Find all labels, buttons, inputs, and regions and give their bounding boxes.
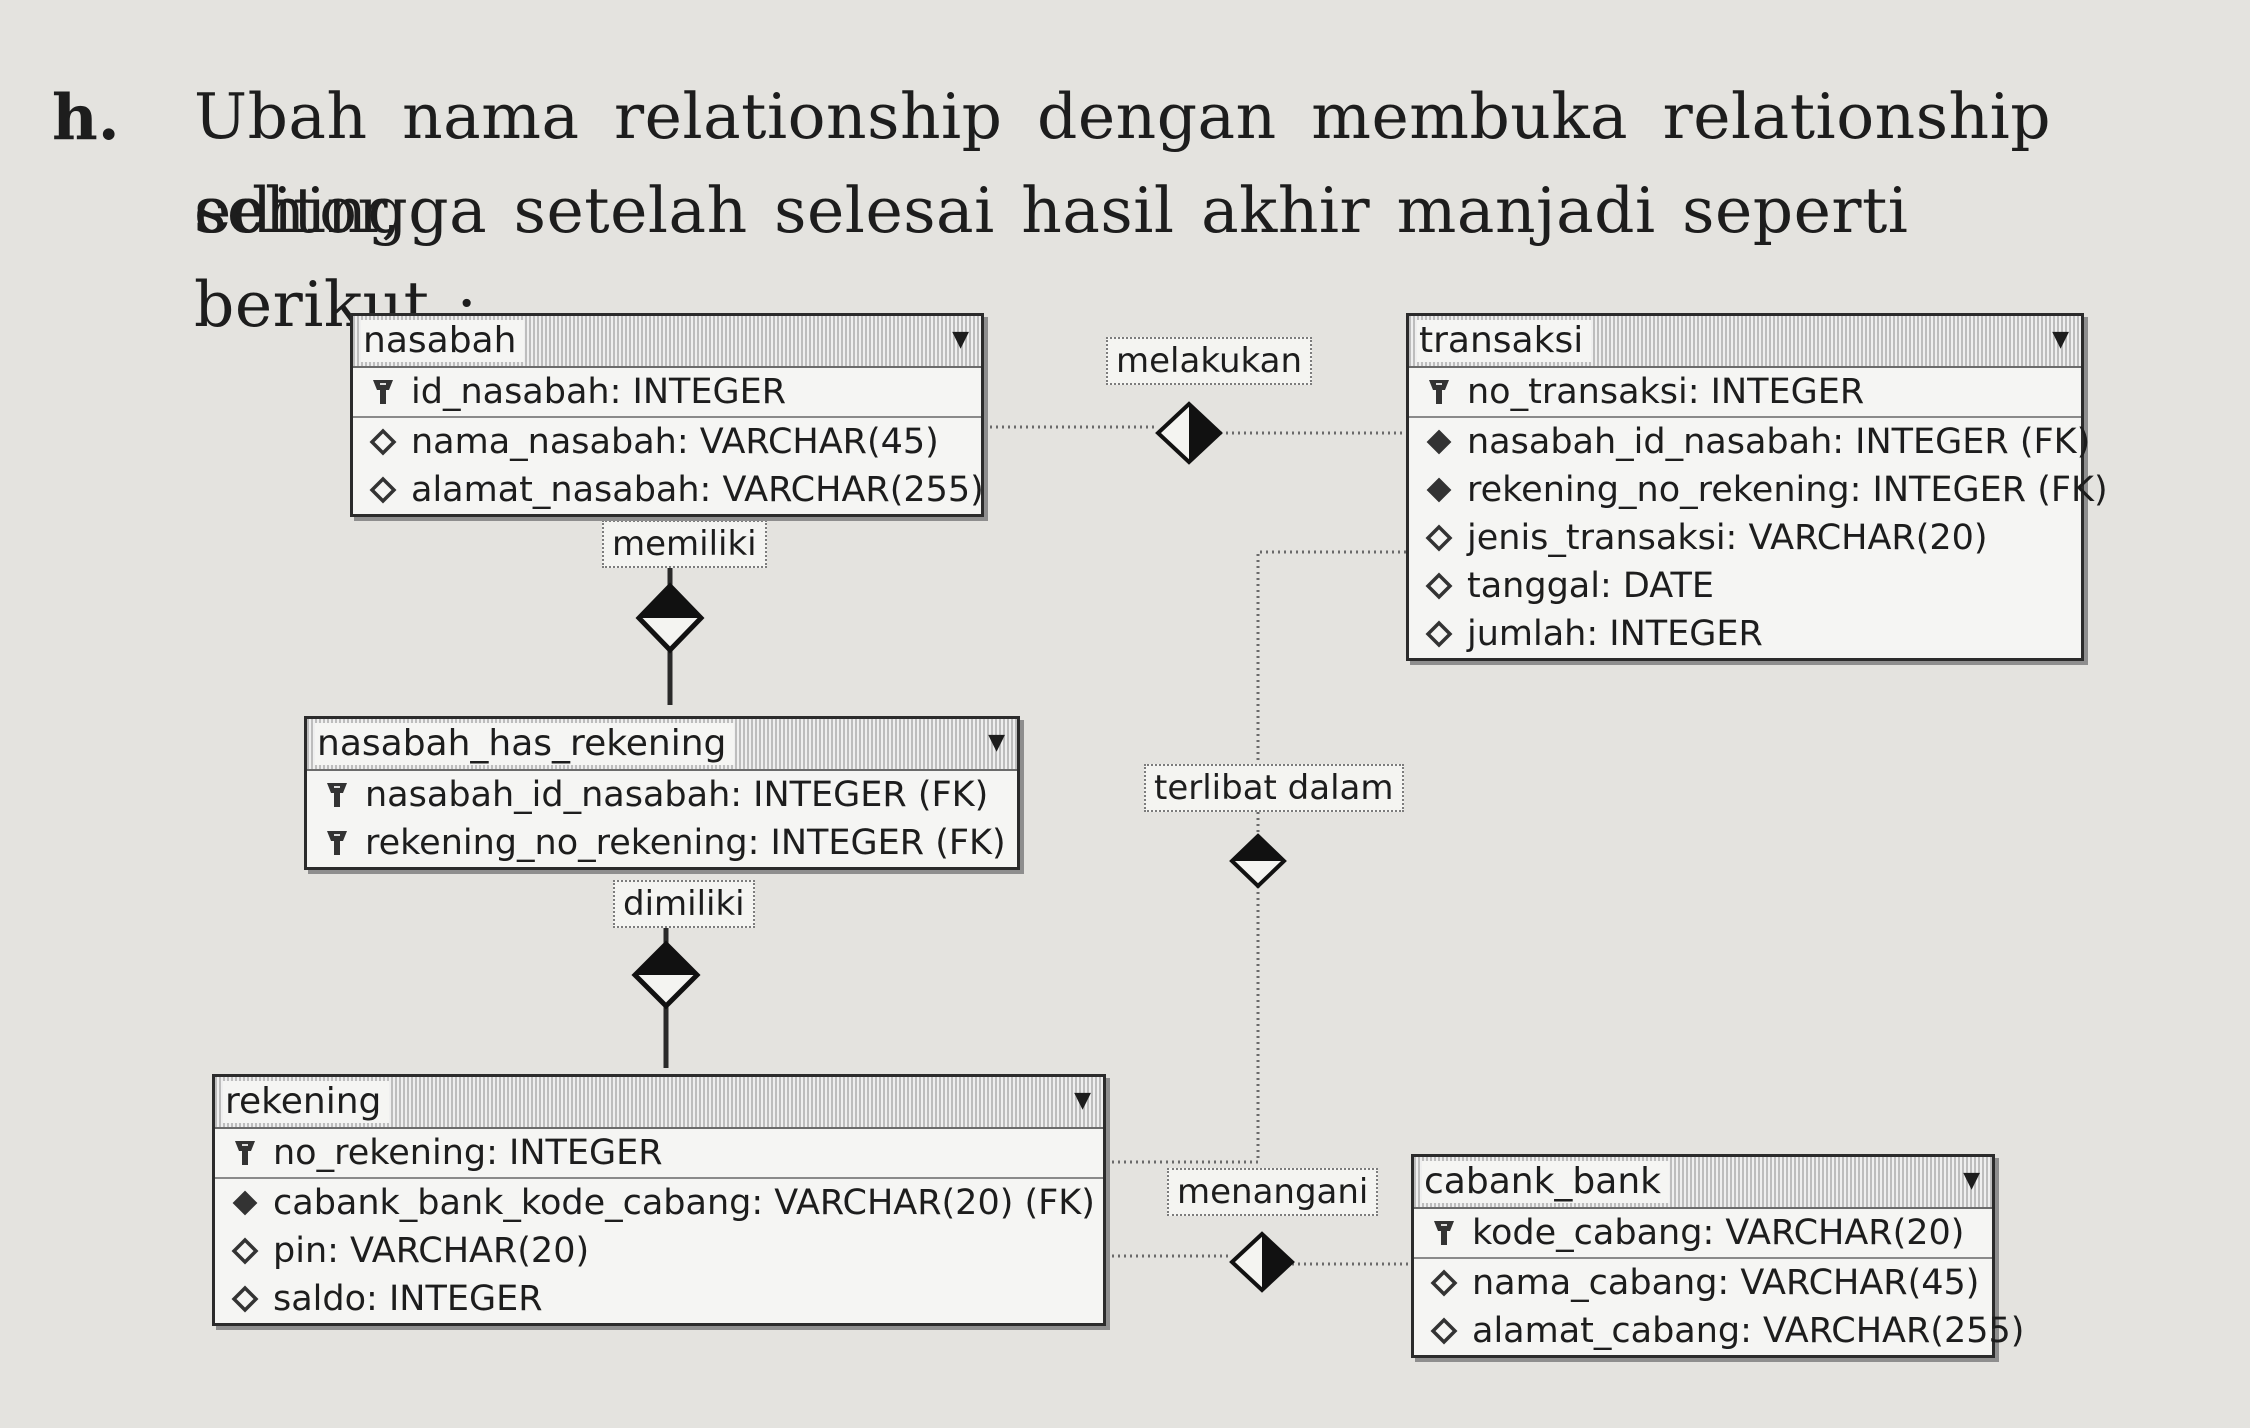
hollow-diamond-icon [1425,572,1453,600]
attribute-section: nasabah_id_nasabah: INTEGER (FK) rekenin… [1409,418,2108,658]
connector-terlibat-top [1256,550,1406,836]
entity-column[interactable]: alamat_nasabah: VARCHAR(255) [353,466,984,514]
column-text: kode_cabang: VARCHAR(20) [1472,1213,1965,1253]
chevron-down-icon[interactable]: ▼ [988,730,1005,755]
chevron-down-icon[interactable]: ▼ [952,327,969,352]
chevron-down-icon[interactable]: ▼ [2052,327,2069,352]
column-text: id_nasabah: INTEGER [411,372,787,412]
column-text: saldo: INTEGER [273,1279,543,1319]
diamond-melakukan-icon [1155,401,1223,465]
relationship-label-dimiliki[interactable]: dimiliki [613,880,755,928]
diamond-dimiliki-icon [631,940,701,1010]
hollow-diamond-icon [1430,1269,1458,1297]
entity-nasabah-has-rekening[interactable]: nasabah_has_rekening ▼ nasabah_id_nasaba… [304,716,1020,870]
entity-column[interactable]: kode_cabang: VARCHAR(20) [1414,1209,1992,1257]
entity-transaksi[interactable]: transaksi ▼ no_transaksi: INTEGER nasaba… [1406,313,2108,661]
column-text: no_rekening: INTEGER [273,1133,663,1173]
column-text: rekening_no_rekening: INTEGER (FK) [1467,470,2108,510]
key-icon [1429,380,1449,404]
entity-column[interactable]: rekening_no_rekening: INTEGER (FK) [307,819,1017,867]
column-text: cabank_bank_kode_cabang: VARCHAR(20) (FK… [273,1183,1095,1223]
filled-diamond-icon [232,1190,258,1216]
hollow-diamond-icon [1425,524,1453,552]
column-text: nasabah_id_nasabah: INTEGER (FK) [1467,422,2091,462]
primary-key-section: id_nasabah: INTEGER [353,368,981,418]
column-text: pin: VARCHAR(20) [273,1231,590,1271]
column-text: alamat_cabang: VARCHAR(255) [1472,1311,2025,1351]
instruction-letter: h. [52,80,120,154]
entity-column[interactable]: jumlah: INTEGER [1409,610,2081,658]
relationship-label-menangani[interactable]: menangani [1167,1168,1379,1216]
diamond-memiliki-icon [635,582,705,654]
hollow-diamond-icon [369,476,397,504]
column-text: nama_cabang: VARCHAR(45) [1472,1263,1980,1303]
entity-name: cabank_bank [1422,1161,1670,1203]
relationship-label-melakukan[interactable]: melakukan [1106,337,1312,385]
hollow-diamond-icon [231,1285,259,1313]
column-text: nama_nasabah: VARCHAR(45) [411,422,939,462]
column-text: alamat_nasabah: VARCHAR(255) [411,470,984,510]
entity-name: rekening [223,1081,390,1123]
key-icon [327,831,347,855]
instruction-line-1: Ubah nama relationship dengan membuka re… [194,80,2052,247]
attribute-section: nama_nasabah: VARCHAR(45) alamat_nasabah… [353,418,984,514]
entity-column[interactable]: no_rekening: INTEGER [215,1129,1103,1177]
entity-rekening[interactable]: rekening ▼ no_rekening: INTEGER cabank_b… [212,1074,1106,1326]
attribute-section: nama_cabang: VARCHAR(45) alamat_cabang: … [1414,1259,2024,1355]
filled-diamond-icon [1426,477,1452,503]
entity-column[interactable]: rekening_no_rekening: INTEGER (FK) [1409,466,2108,514]
column-text: jumlah: INTEGER [1467,614,1763,654]
relationship-label-memiliki[interactable]: memiliki [602,520,767,568]
entity-cabank-bank[interactable]: cabank_bank ▼ kode_cabang: VARCHAR(20) n… [1411,1154,2024,1358]
instruction-line-2: sehingga setelah selesai hasil akhir man… [194,174,1909,341]
entity-column[interactable]: nama_cabang: VARCHAR(45) [1414,1259,1992,1307]
key-icon [235,1141,255,1165]
entity-column[interactable]: cabank_bank_kode_cabang: VARCHAR(20) (FK… [215,1179,1103,1227]
key-icon [327,783,347,807]
hollow-diamond-icon [1430,1317,1458,1345]
column-text: nasabah_id_nasabah: INTEGER (FK) [365,775,989,815]
entity-column[interactable]: jenis_transaksi: VARCHAR(20) [1409,514,2081,562]
primary-key-section: nasabah_id_nasabah: INTEGER (FK) rekenin… [307,771,1017,867]
hollow-diamond-icon [1425,620,1453,648]
column-text: rekening_no_rekening: INTEGER (FK) [365,823,1006,863]
entity-header[interactable]: cabank_bank ▼ [1414,1157,1992,1209]
entity-header[interactable]: rekening ▼ [215,1077,1103,1129]
entity-header[interactable]: nasabah ▼ [353,316,981,368]
entity-column[interactable]: alamat_cabang: VARCHAR(255) [1414,1307,2024,1355]
entity-nasabah[interactable]: nasabah ▼ id_nasabah: INTEGER nama_nasab… [350,313,984,517]
entity-column[interactable]: nasabah_id_nasabah: INTEGER (FK) [307,771,1017,819]
hollow-diamond-icon [369,428,397,456]
chevron-down-icon[interactable]: ▼ [1074,1088,1091,1113]
entity-column[interactable]: tanggal: DATE [1409,562,2081,610]
connector-terlibat-bottom [1106,886,1260,1164]
filled-diamond-icon [1426,429,1452,455]
hollow-diamond-icon [231,1237,259,1265]
diamond-menangani-icon [1229,1231,1295,1293]
relationship-label-terlibat-dalam[interactable]: terlibat dalam [1144,764,1404,812]
primary-key-section: no_rekening: INTEGER [215,1129,1103,1179]
entity-name: transaksi [1417,320,1592,362]
entity-column[interactable]: saldo: INTEGER [215,1275,1103,1323]
entity-column[interactable]: no_transaksi: INTEGER [1409,368,2081,416]
key-icon [1434,1221,1454,1245]
entity-column[interactable]: nama_nasabah: VARCHAR(45) [353,418,981,466]
diamond-terlibat-dalam-icon [1229,833,1287,889]
key-icon [373,380,393,404]
column-text: tanggal: DATE [1467,566,1714,606]
primary-key-section: kode_cabang: VARCHAR(20) [1414,1209,1992,1259]
entity-name: nasabah_has_rekening [315,723,735,765]
column-text: jenis_transaksi: VARCHAR(20) [1467,518,1988,558]
entity-header[interactable]: nasabah_has_rekening ▼ [307,719,1017,771]
attribute-section: cabank_bank_kode_cabang: VARCHAR(20) (FK… [215,1179,1103,1323]
entity-column[interactable]: id_nasabah: INTEGER [353,368,981,416]
entity-header[interactable]: transaksi ▼ [1409,316,2081,368]
entity-column[interactable]: nasabah_id_nasabah: INTEGER (FK) [1409,418,2090,466]
chevron-down-icon[interactable]: ▼ [1963,1168,1980,1193]
entity-name: nasabah [361,320,525,362]
primary-key-section: no_transaksi: INTEGER [1409,368,2081,418]
column-text: no_transaksi: INTEGER [1467,372,1865,412]
entity-column[interactable]: pin: VARCHAR(20) [215,1227,1103,1275]
